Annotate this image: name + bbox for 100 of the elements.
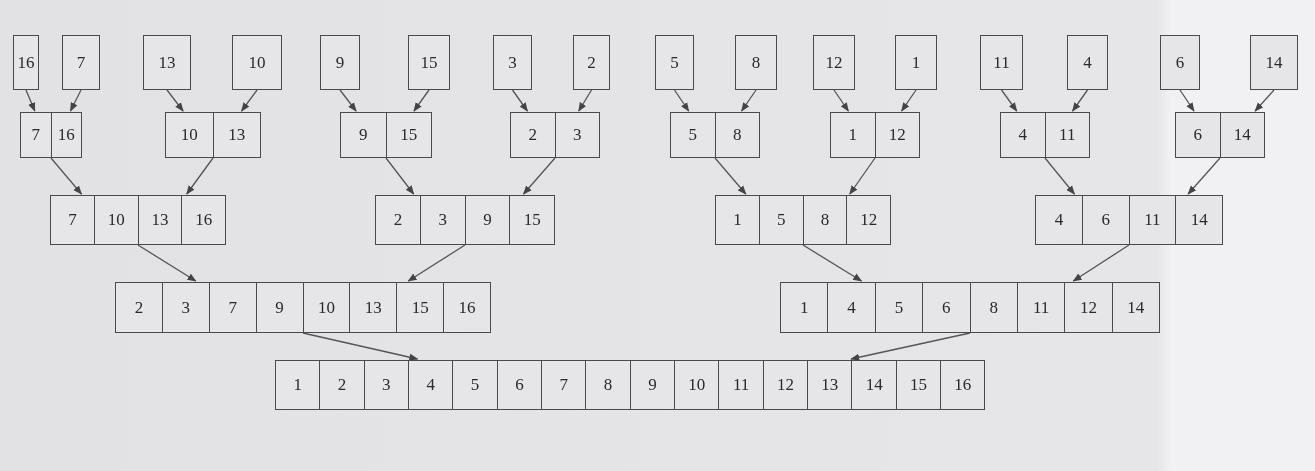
arrow [302,332,419,361]
number-cell: 10 [674,361,719,409]
number-cell-text: 1 [847,124,858,146]
number-cell: 16 [50,113,81,157]
number-cell: 12 [846,196,890,244]
number-cell: 14 [851,361,896,409]
number-cell: 13 [807,361,852,409]
number-cell: 8 [969,283,1017,332]
arrow [385,157,415,195]
arrow [673,89,690,112]
number-cell: 10 [302,283,350,332]
arrow [901,89,917,112]
arrow [69,89,82,112]
array-box [1160,35,1200,90]
number-cell: 13 [212,113,260,157]
number-cell: 9 [255,283,303,332]
number-cell-text: 4 [1082,51,1093,74]
number-cell: 2 [319,361,364,409]
number-cell: 8 [714,113,759,157]
arrow [802,244,863,282]
array-box [813,35,855,90]
arrow [50,157,83,195]
number-cell-text: 2 [133,296,145,319]
number-cell-text: 6 [1192,124,1203,146]
arrow [1254,89,1275,112]
number-cell: 4 [827,283,875,332]
array-box [655,35,694,90]
array-box [62,35,100,90]
number-cell: 14 [1111,283,1159,332]
array-box [320,35,360,90]
array-box [275,360,986,410]
number-cell-text: 10 [247,51,267,74]
number-cell: 3 [363,361,409,409]
array-box [1035,195,1223,245]
array-box [735,35,777,90]
array-box [493,35,532,90]
number-cell: 11 [1128,196,1176,244]
array-box [510,112,600,158]
number-cell: 15 [509,196,554,244]
arrow [25,89,36,112]
number-cell-text: 5 [687,124,698,146]
number-cell-text: 7 [67,209,78,231]
number-cell: 15 [895,361,941,409]
number-cell-text: 8 [750,51,762,74]
arrow [413,89,430,112]
arrow [240,89,258,112]
arrow [714,157,747,195]
number-cell-text: 5 [669,51,680,74]
number-cell: 14 [1219,113,1264,157]
number-cell: 12 [1064,283,1112,332]
array-box [1175,112,1265,158]
number-cell-text: 6 [1174,51,1186,74]
number-cell: 6 [922,283,970,332]
number-cell: 12 [874,113,919,157]
array-box [1000,112,1090,158]
number-cell: 6 [1081,196,1129,244]
number-cell: 13 [137,196,182,244]
number-cell: 9 [629,361,675,409]
number-cell: 12 [762,361,808,409]
arrow [137,244,197,282]
number-cell-text: 1 [292,374,303,396]
number-cell: 8 [802,196,847,244]
number-cell: 8 [585,361,630,409]
number-cell: 15 [396,283,444,332]
number-cell: 11 [718,361,763,409]
number-cell-text: 7 [30,124,41,146]
arrow [1179,89,1195,112]
arrow [339,89,357,112]
number-cell: 13 [349,283,397,332]
number-cell-text: 1 [910,51,922,74]
number-cell: 7 [208,283,256,332]
number-cell-text: 7 [75,51,87,74]
array-box [895,35,937,90]
arrow [578,89,593,112]
number-cell: 11 [1044,113,1089,157]
number-cell-text: 4 [1017,124,1028,146]
array-box [375,195,555,245]
number-cell: 10 [93,196,138,244]
array-box [13,35,39,90]
number-cell-text: 1 [798,296,810,319]
number-cell-text: 16 [16,51,36,74]
number-cell: 14 [1175,196,1222,244]
arrow [1187,157,1221,195]
number-cell: 9 [464,196,510,244]
arrow [186,157,214,195]
number-cell-text: 14 [1264,51,1284,74]
number-cell-text: 2 [392,209,404,231]
arrow [1044,157,1076,195]
array-box [408,35,450,90]
array-box [232,35,282,90]
arrow [850,332,971,361]
number-cell: 6 [496,361,542,409]
arrow [166,89,184,112]
array-box [715,195,891,245]
arrow [833,89,849,112]
arrow [849,157,876,195]
array-box [115,282,491,333]
number-cell: 11 [1016,283,1065,332]
array-box [143,35,191,90]
number-cell-text: 2 [586,51,597,74]
